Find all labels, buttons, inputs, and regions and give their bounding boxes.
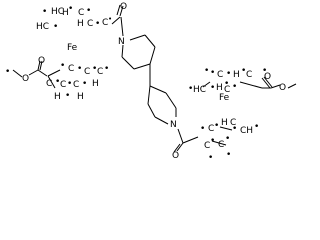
atom-o: O	[172, 151, 179, 161]
atom-c: C	[97, 67, 103, 77]
atom-dot: •	[232, 124, 237, 134]
atom-h: H	[221, 118, 228, 128]
atom-c: C	[204, 141, 210, 151]
atom-dot: •	[200, 124, 205, 134]
atom-c: C	[208, 124, 214, 134]
atom-dot: •	[232, 82, 237, 92]
atom-o: O	[38, 56, 45, 66]
atom-c: C	[60, 80, 66, 90]
atom-dot: •	[53, 22, 58, 32]
atom-c: C	[87, 19, 93, 29]
atom-o: O	[279, 83, 286, 93]
atom-dot: •	[5, 67, 10, 77]
atom-dot: •	[55, 77, 60, 87]
atom-dot: •	[67, 79, 72, 89]
atom-labels: • HC • H C • HC • H C • C • Fe O N • O O…	[5, 2, 286, 163]
atom-dot: •	[254, 122, 259, 132]
atom-h: H	[216, 83, 223, 93]
atom-h: H	[77, 19, 84, 29]
bond-lines	[12, 4, 297, 153]
atom-o: O	[264, 72, 271, 82]
atom-o: O	[22, 74, 29, 84]
structure-diagram: • HC • H C • HC • H C • C • Fe O N • O O…	[5, 2, 297, 163]
atom-dot: •	[60, 61, 65, 71]
atom-c: C	[224, 85, 230, 95]
atom-h: H	[54, 92, 61, 102]
atom-dot: •	[82, 79, 87, 89]
atom-h: H	[233, 70, 240, 80]
atom-hc: HC	[51, 7, 64, 17]
atom-h: H	[92, 79, 99, 89]
atom-dot: •	[188, 84, 193, 94]
atom-hc: HC	[36, 22, 49, 32]
atom-dot: •	[77, 64, 82, 74]
atom-h: H	[77, 92, 84, 102]
atom-dot: •	[92, 64, 97, 74]
atom-dot: •	[68, 4, 73, 14]
atom-o: O	[120, 2, 127, 12]
atom-c: C	[217, 70, 223, 80]
atom-c: C	[246, 70, 252, 80]
atom-dot: •	[95, 19, 100, 29]
atom-c: C	[46, 79, 52, 89]
atom-c: C	[218, 140, 224, 150]
atom-dot: •	[86, 6, 91, 16]
atom-dot: •	[208, 153, 213, 163]
atom-dot: •	[214, 121, 219, 131]
atom-c: C	[73, 80, 79, 90]
atom-hc: HC	[193, 85, 206, 95]
atom-fe: Fe	[67, 43, 78, 53]
atom-dot: •	[224, 79, 229, 89]
atom-ch: CH	[240, 126, 253, 136]
atom-dot: •	[108, 15, 112, 23]
atom-dot: •	[226, 69, 231, 79]
atom-dot: •	[241, 66, 246, 76]
atom-c: C	[230, 118, 236, 128]
atom-fe: Fe	[219, 93, 230, 103]
atom-h: H	[62, 8, 69, 18]
atom-dot: •	[225, 134, 230, 144]
atom-n: N	[118, 37, 125, 47]
atom-c: C	[84, 67, 90, 77]
atom-dot: •	[104, 64, 109, 74]
atom-dot: •	[42, 7, 47, 17]
atom-dot: •	[262, 66, 267, 76]
atom-c: C	[68, 64, 74, 74]
atom-n: N	[170, 120, 177, 130]
atom-dot: •	[226, 150, 231, 160]
atom-c: C	[102, 18, 108, 28]
atom-dot: •	[210, 68, 215, 78]
atom-dot: •	[65, 91, 70, 101]
atom-c: C	[78, 8, 84, 18]
atom-dot: •	[210, 83, 215, 93]
molecule-svg: • HC • H C • HC • H C • C • Fe O N • O O…	[5, 2, 297, 163]
atom-dot: •	[204, 66, 209, 76]
atom-dot: •	[210, 136, 215, 146]
